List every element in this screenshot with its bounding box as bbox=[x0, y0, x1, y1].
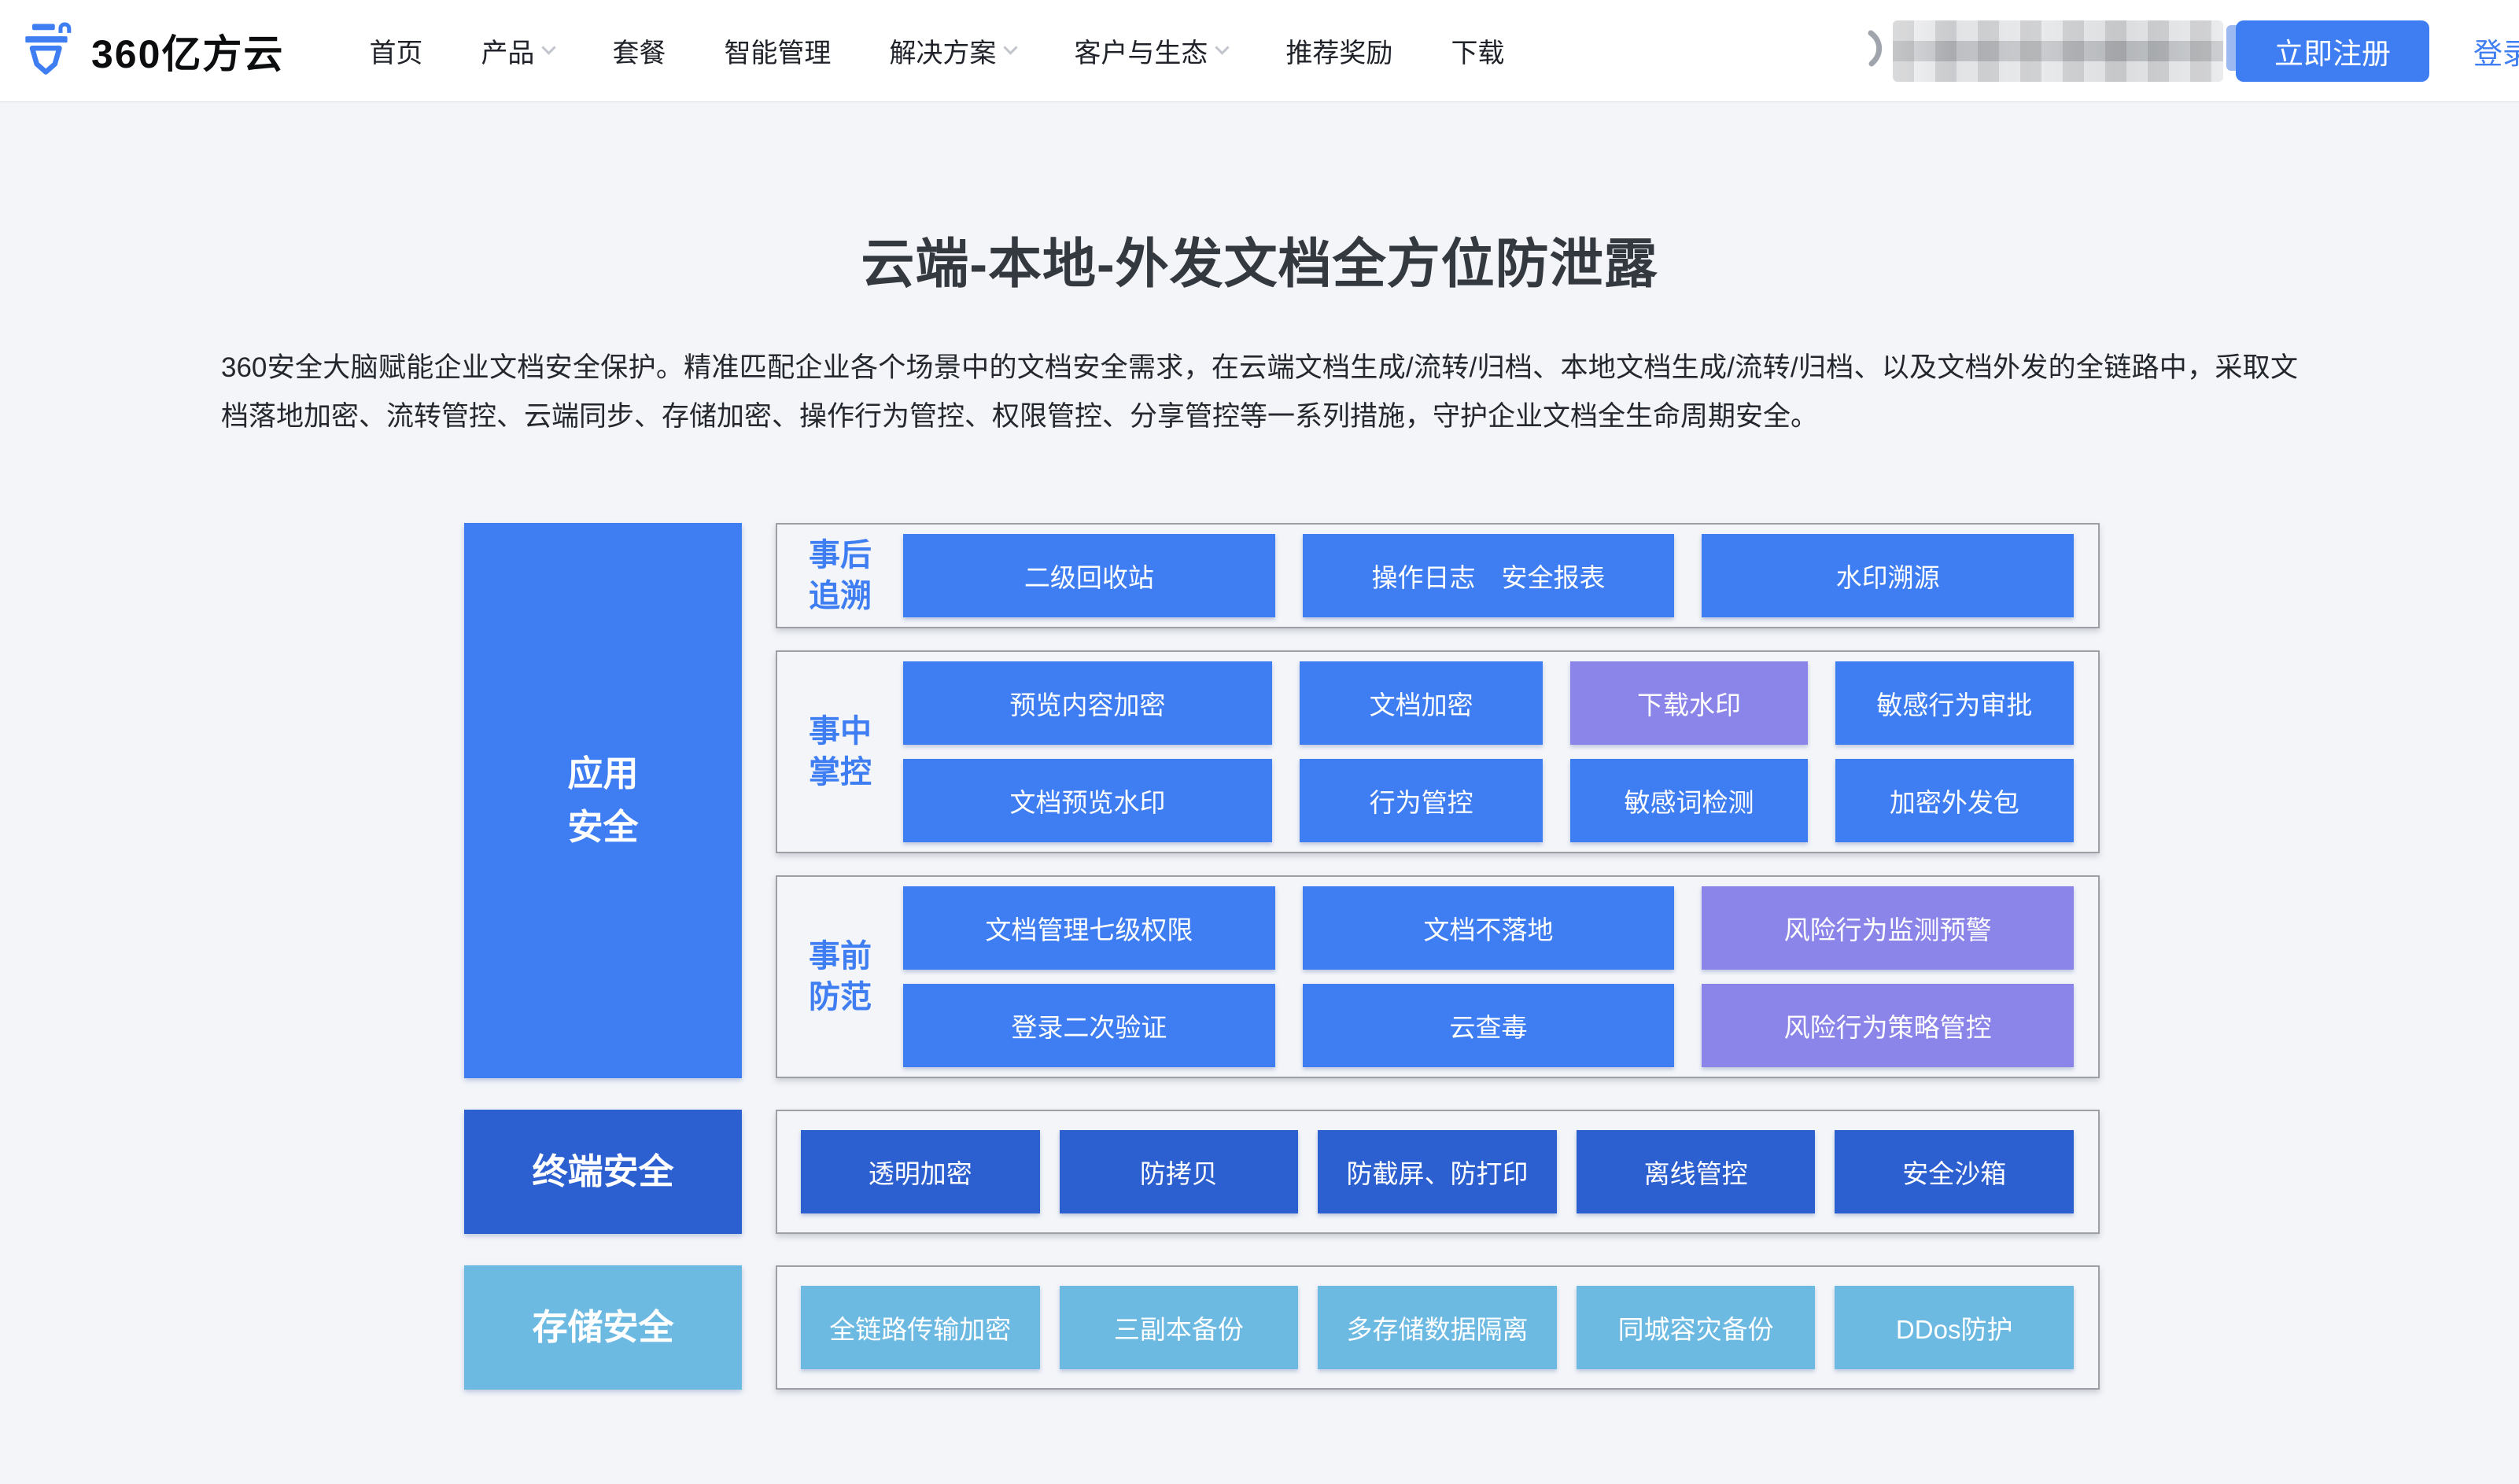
side-label-0: 应用安全 bbox=[464, 523, 742, 1078]
logo-text: 360亿方云 bbox=[91, 31, 285, 76]
group-rows: 文档管理七级权限文档不落地风险行为监测预警登录二次验证云查毒风险行为策略管控 bbox=[903, 886, 2074, 1067]
feature-box: 防拷贝 bbox=[1059, 1130, 1299, 1213]
nav-item-0[interactable]: 首页 bbox=[369, 31, 422, 70]
feature-box: 文档预览水印 bbox=[903, 759, 1272, 842]
nav-item-3[interactable]: 智能管理 bbox=[724, 31, 831, 70]
group-label-line: 掌控 bbox=[809, 755, 872, 790]
group-label-line: 防范 bbox=[809, 980, 872, 1014]
hero-section: 云端-本地-外发文档全方位防泄露 360安全大脑赋能企业文档安全保护。精准匹配企… bbox=[0, 220, 2519, 1390]
nav-item-5[interactable]: 客户与生态 bbox=[1074, 31, 1230, 70]
nav-item-label: 客户与生态 bbox=[1074, 39, 1208, 68]
side-label-1: 终端安全 bbox=[464, 1110, 742, 1234]
side-label-2: 存储安全 bbox=[464, 1265, 742, 1390]
group-label: 事后追溯 bbox=[777, 534, 903, 617]
feature-box: 敏感词检测 bbox=[1570, 759, 1808, 842]
group-label: 事前防范 bbox=[777, 886, 903, 1067]
feature-row: 透明加密防拷贝防截屏、防打印离线管控安全沙箱 bbox=[801, 1130, 2074, 1213]
nav-item-7[interactable]: 下载 bbox=[1451, 31, 1504, 70]
security-diagram: 应用安全事后追溯二级回收站操作日志 安全报表水印溯源事中掌控预览内容加密文档加密… bbox=[464, 523, 2100, 1390]
side-label-line: 应用 bbox=[567, 753, 639, 794]
page-title: 云端-本地-外发文档全方位防泄露 bbox=[861, 234, 1658, 294]
logo[interactable]: 360亿方云 bbox=[20, 20, 284, 81]
feature-box: 加密外发包 bbox=[1835, 759, 2074, 842]
hero-description: 360安全大脑赋能企业文档安全保护。精准匹配企业各个场景中的文档安全需求，在云端… bbox=[221, 352, 2298, 432]
site-header: 360亿方云 首页 产品 套餐 智能管理 解决方案 客户与生态 推荐奖励 下载 立即注册 登录 bbox=[0, 0, 2519, 102]
nav-item-1[interactable]: 产品 bbox=[481, 31, 557, 70]
feature-box: 文档不落地 bbox=[1302, 886, 1675, 970]
feature-groups-1: 透明加密防拷贝防截屏、防打印离线管控安全沙箱 bbox=[776, 1110, 2100, 1234]
feature-box: 敏感行为审批 bbox=[1835, 661, 2074, 745]
nav-item-label: 推荐奖励 bbox=[1285, 39, 1393, 68]
group-label-line: 事中 bbox=[809, 714, 872, 749]
nav-item-6[interactable]: 推荐奖励 bbox=[1285, 31, 1392, 70]
feature-box: 二级回收站 bbox=[903, 534, 1275, 617]
side-label-line: 安全 bbox=[567, 807, 639, 847]
group-rows: 二级回收站操作日志 安全报表水印溯源 bbox=[903, 534, 2074, 617]
feature-box: 登录二次验证 bbox=[903, 984, 1275, 1067]
group-rows: 预览内容加密文档加密下载水印敏感行为审批文档预览水印行为管控敏感词检测加密外发包 bbox=[903, 661, 2074, 842]
feature-box: 下载水印 bbox=[1570, 661, 1808, 745]
chevron-down-icon bbox=[541, 40, 557, 55]
nav-item-label: 套餐 bbox=[612, 39, 666, 68]
feature-box: 同城容灾备份 bbox=[1576, 1286, 1816, 1369]
main-nav: 首页 产品 套餐 智能管理 解决方案 客户与生态 推荐奖励 下载 bbox=[369, 31, 1504, 70]
group-label-line: 追溯 bbox=[809, 579, 872, 613]
feature-box: 预览内容加密 bbox=[903, 661, 1272, 745]
redacted-phone-number bbox=[1893, 20, 2223, 82]
logo-icon bbox=[20, 20, 80, 81]
feature-box: 三副本备份 bbox=[1059, 1286, 1299, 1369]
nav-item-label: 解决方案 bbox=[889, 39, 997, 68]
feature-box: 风险行为策略管控 bbox=[1702, 984, 2074, 1067]
diagram-band-1: 终端安全 透明加密防拷贝防截屏、防打印离线管控安全沙箱 bbox=[464, 1110, 2100, 1234]
feature-box: 文档管理七级权限 bbox=[903, 886, 1275, 970]
feature-group-1-0: 透明加密防拷贝防截屏、防打印离线管控安全沙箱 bbox=[776, 1110, 2100, 1234]
feature-box: 文档加密 bbox=[1299, 661, 1543, 745]
nav-item-4[interactable]: 解决方案 bbox=[889, 31, 1019, 70]
feature-box: 云查毒 bbox=[1302, 984, 1675, 1067]
phone-icon bbox=[1864, 29, 1888, 72]
feature-row: 登录二次验证云查毒风险行为策略管控 bbox=[903, 984, 2074, 1067]
group-label-line: 事前 bbox=[809, 939, 872, 974]
feature-row: 预览内容加密文档加密下载水印敏感行为审批 bbox=[903, 661, 2074, 745]
feature-box: 操作日志 安全报表 bbox=[1302, 534, 1675, 617]
nav-item-label: 智能管理 bbox=[724, 39, 832, 68]
feature-box: 风险行为监测预警 bbox=[1702, 886, 2074, 970]
group-label: 事中掌控 bbox=[777, 661, 903, 842]
feature-groups-0: 事后追溯二级回收站操作日志 安全报表水印溯源事中掌控预览内容加密文档加密下载水印… bbox=[776, 523, 2100, 1078]
nav-item-label: 产品 bbox=[481, 39, 535, 68]
feature-row: 文档预览水印行为管控敏感词检测加密外发包 bbox=[903, 759, 2074, 842]
group-label-line: 事后 bbox=[809, 538, 872, 573]
feature-box: 安全沙箱 bbox=[1835, 1130, 2074, 1213]
login-link[interactable]: 登录 bbox=[2473, 37, 2519, 70]
side-label-line: 存储安全 bbox=[532, 1307, 674, 1347]
feature-row: 二级回收站操作日志 安全报表水印溯源 bbox=[903, 534, 2074, 617]
feature-box: 多存储数据隔离 bbox=[1318, 1286, 1557, 1369]
feature-box: 行为管控 bbox=[1299, 759, 1543, 842]
feature-box: 透明加密 bbox=[801, 1130, 1040, 1213]
register-button[interactable]: 立即注册 bbox=[2236, 20, 2429, 82]
feature-box: 全链路传输加密 bbox=[801, 1286, 1040, 1369]
feature-group-0-2: 事前防范文档管理七级权限文档不落地风险行为监测预警登录二次验证云查毒风险行为策略… bbox=[776, 875, 2100, 1078]
nav-item-2[interactable]: 套餐 bbox=[612, 31, 666, 70]
diagram-band-0: 应用安全事后追溯二级回收站操作日志 安全报表水印溯源事中掌控预览内容加密文档加密… bbox=[464, 523, 2100, 1078]
nav-item-label: 下载 bbox=[1451, 39, 1505, 68]
side-label-line: 终端安全 bbox=[532, 1151, 674, 1191]
header-right: 立即注册 登录 bbox=[1864, 20, 2519, 82]
chevron-down-icon bbox=[1215, 40, 1230, 55]
feature-box: 防截屏、防打印 bbox=[1318, 1130, 1557, 1213]
feature-box: DDos防护 bbox=[1835, 1286, 2074, 1369]
feature-group-0-1: 事中掌控预览内容加密文档加密下载水印敏感行为审批文档预览水印行为管控敏感词检测加… bbox=[776, 650, 2100, 853]
nav-item-label: 首页 bbox=[369, 39, 423, 68]
feature-box: 离线管控 bbox=[1576, 1130, 1816, 1213]
group-rows: 透明加密防拷贝防截屏、防打印离线管控安全沙箱 bbox=[801, 1130, 2074, 1213]
chevron-down-icon bbox=[1003, 40, 1019, 55]
feature-box: 水印溯源 bbox=[1702, 534, 2074, 617]
feature-group-0-0: 事后追溯二级回收站操作日志 安全报表水印溯源 bbox=[776, 523, 2100, 628]
feature-row: 文档管理七级权限文档不落地风险行为监测预警 bbox=[903, 886, 2074, 970]
